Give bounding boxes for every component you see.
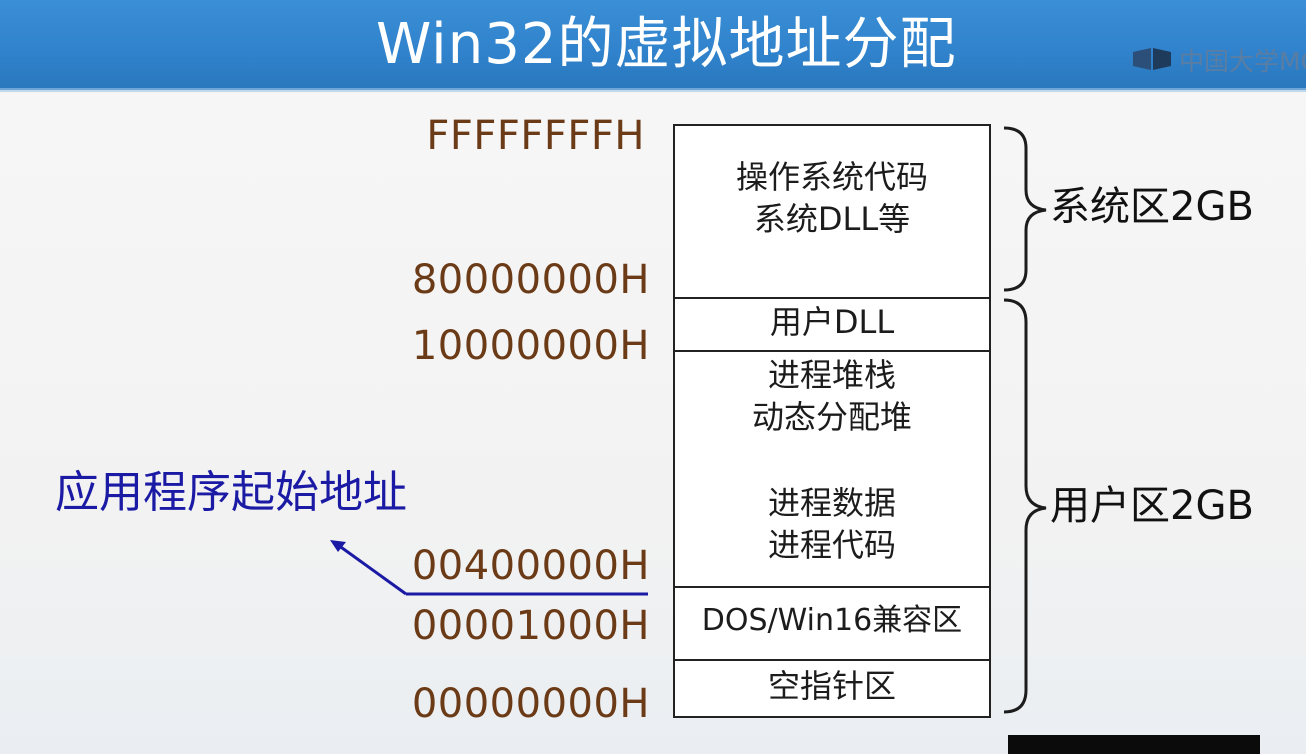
segment-null-pointer: 空指针区 [675, 661, 989, 716]
segment-text: 动态分配堆 [751, 398, 912, 436]
address-label: FFFFFFFFH [426, 113, 645, 159]
address-label: 00000000H [411, 681, 650, 727]
header-bar [0, 0, 1306, 90]
segment-dos-compat: DOS/Win16兼容区 [675, 588, 989, 661]
segment-text: 进程堆栈 [767, 356, 896, 394]
callout-arrow-head [330, 540, 346, 552]
slide-title: Win32的虚拟地址分配 [376, 12, 957, 77]
segment-text: 用户DLL [769, 303, 895, 341]
header-divider [0, 88, 1306, 92]
segment-user-dll: 用户DLL [675, 299, 989, 352]
video-overlay-bar [1008, 735, 1260, 754]
segment-system-code: 操作系统代码 系统DLL等 [675, 126, 989, 299]
brace-user [1003, 298, 1047, 714]
brand-text: 中国大学MOOC [1179, 47, 1306, 76]
mooc-logo-icon [1131, 46, 1173, 74]
segment-text: DOS/Win16兼容区 [701, 603, 963, 638]
address-label: 10000000H [411, 323, 650, 369]
segment-text: 空指针区 [767, 667, 896, 705]
start-address-callout: 应用程序起始地址 [55, 467, 407, 518]
address-label: 80000000H [411, 257, 650, 303]
address-label: 00400000H [411, 543, 650, 589]
region-label-system: 系统区2GB [1050, 184, 1254, 230]
segment-text: 系统DLL等 [753, 200, 911, 238]
region-label-user: 用户区2GB [1050, 483, 1254, 529]
address-label: 00001000H [411, 603, 650, 649]
brace-system [1003, 126, 1047, 292]
memory-map: 操作系统代码 系统DLL等 用户DLL 进程堆栈 动态分配堆 进程数据 进程代码… [673, 124, 991, 718]
segment-process: 进程堆栈 动态分配堆 进程数据 进程代码 [675, 352, 989, 588]
segment-text: 进程代码 [767, 526, 896, 564]
segment-text: 操作系统代码 [735, 158, 928, 196]
brand-watermark: 中国大学MOOC [1131, 42, 1306, 78]
segment-text: 进程数据 [767, 484, 896, 522]
